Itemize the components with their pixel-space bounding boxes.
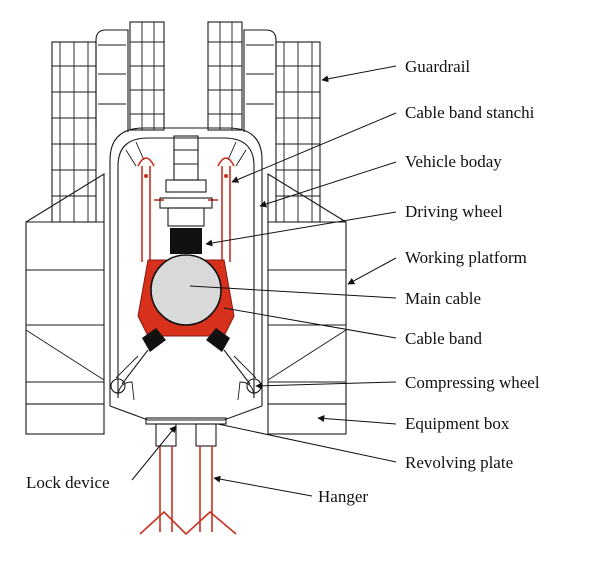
hanger (139, 446, 237, 536)
label-hanger: Hanger (318, 487, 368, 506)
label-cable-band-stanchi: Cable band stanchi (405, 103, 535, 122)
label-lock-device: Lock device (26, 473, 110, 492)
leader-lines (131, 65, 397, 497)
guardrail-left (51, 21, 165, 223)
cable-band-stanchion (137, 157, 235, 262)
main-cable (150, 254, 222, 326)
label-vehicle-boday: Vehicle boday (405, 152, 502, 171)
label-revolving-plate: Revolving plate (405, 453, 513, 472)
working-platform-right (267, 173, 347, 405)
compressing-wheel (110, 328, 262, 394)
label-compressing-wheel: Compressing wheel (405, 373, 540, 392)
label-guardrail: Guardrail (405, 57, 470, 76)
label-main-cable: Main cable (405, 289, 481, 308)
working-platform-left (25, 173, 105, 405)
driving-mechanism (159, 135, 213, 227)
label-driving-wheel: Driving wheel (405, 202, 503, 221)
label-equipment-box: Equipment box (405, 414, 510, 433)
equipment-box (25, 403, 347, 435)
lock-device (155, 423, 217, 447)
label-working-platform: Working platform (405, 248, 527, 267)
driving-wheel (170, 228, 202, 254)
label-cable-band: Cable band (405, 329, 482, 348)
revolving-plate (145, 417, 227, 425)
vehicle-body (109, 127, 263, 421)
